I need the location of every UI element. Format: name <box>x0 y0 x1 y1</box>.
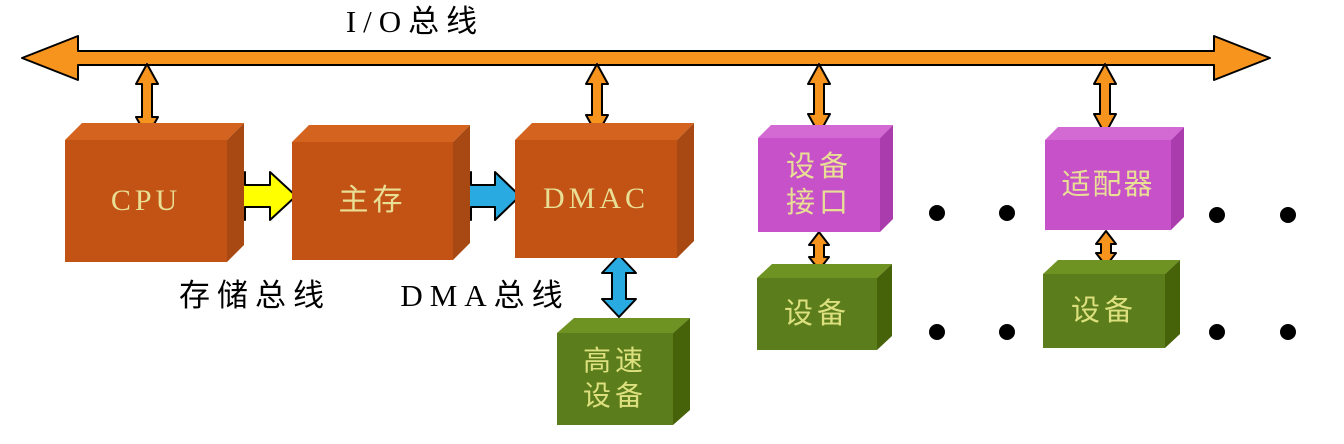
device-interface-box-side-face <box>880 125 893 232</box>
device-interface-box-top-face <box>758 125 893 138</box>
high-speed-device-box-side-face <box>673 318 690 425</box>
dmac-device-arrow <box>601 254 637 318</box>
ellipsis-dot <box>999 324 1015 340</box>
main-memory-box <box>292 125 470 260</box>
device1-box-top-face <box>757 264 892 278</box>
device1-box <box>757 264 892 350</box>
ellipsis-dot <box>929 205 945 221</box>
adapter-box-top-face <box>1045 127 1184 140</box>
dmac-box-top-face <box>515 123 694 140</box>
device2-box-top-face <box>1043 260 1180 274</box>
adapter-box <box>1045 127 1184 230</box>
main-memory-box-front-face <box>292 142 453 260</box>
device2-box-side-face <box>1165 260 1180 348</box>
cpu-box-front-face <box>65 140 227 262</box>
device2-box-front-face <box>1043 274 1165 348</box>
cpu-box-side-face <box>227 123 244 262</box>
ellipsis-dot <box>999 205 1015 221</box>
io-bus-arrow <box>21 35 1271 81</box>
bus-connector-adapter <box>1093 63 1117 135</box>
adapter-box-front-face <box>1045 140 1171 230</box>
dmac-box-front-face <box>515 140 677 258</box>
ellipsis-dot <box>1280 324 1296 340</box>
cpu-box-top-face <box>65 123 244 140</box>
ellipsis-dot <box>1209 324 1225 340</box>
main-memory-box-top-face <box>292 125 470 142</box>
main-memory-box-side-face <box>453 125 470 260</box>
ellipsis-dot <box>1209 207 1225 223</box>
device-interface-box <box>758 125 893 232</box>
dmac-box-side-face <box>677 123 694 258</box>
device-interface-box-front-face <box>758 138 880 232</box>
ellipsis-dot <box>1280 207 1296 223</box>
device1-box-side-face <box>877 264 892 350</box>
ellipsis-dots <box>929 205 1296 340</box>
high-speed-device-box <box>557 318 690 425</box>
bus-connector-device-interface <box>807 63 831 135</box>
device2-box <box>1043 260 1180 348</box>
adapter-box-side-face <box>1171 127 1184 230</box>
dmac-box <box>515 123 694 258</box>
cpu-box <box>65 123 244 262</box>
ellipsis-dot <box>929 324 945 340</box>
high-speed-device-box-top-face <box>557 318 690 333</box>
device1-box-front-face <box>757 278 877 350</box>
high-speed-device-box-front-face <box>557 333 673 425</box>
